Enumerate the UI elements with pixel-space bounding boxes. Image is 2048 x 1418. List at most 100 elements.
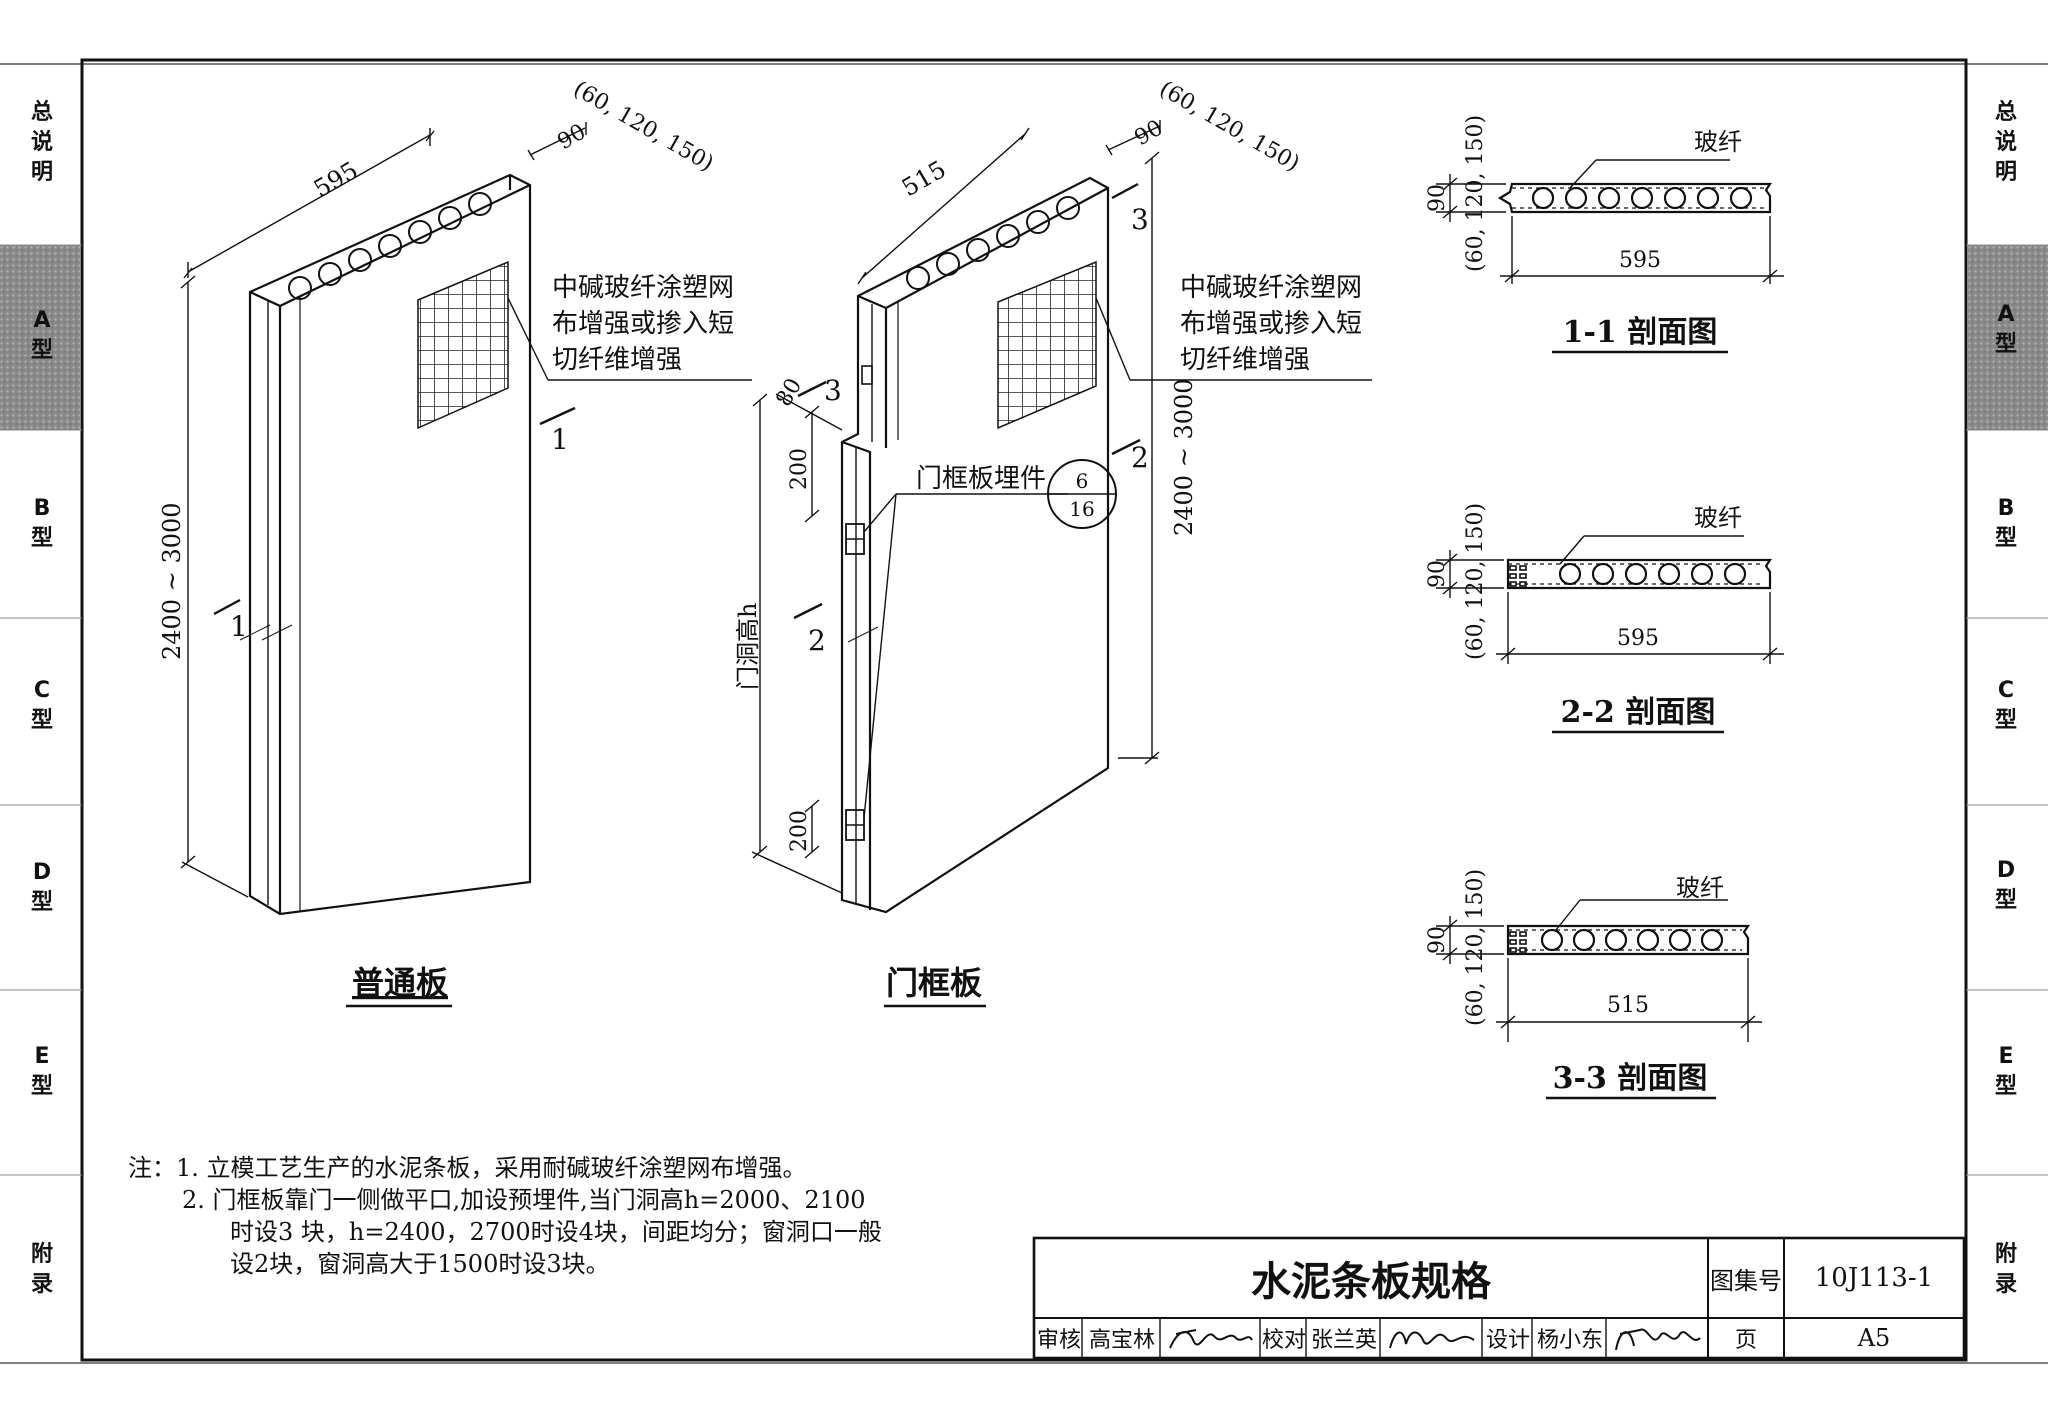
door-section-mark-2-left: 2 bbox=[808, 624, 826, 657]
left-tab-d-1: D bbox=[32, 860, 52, 885]
note-line-4: 设2块，窗洞高大于1500时设3块。 bbox=[230, 1250, 610, 1278]
atlas-number: 10J113-1 bbox=[1814, 1263, 1934, 1293]
left-tab-b-2: 型 bbox=[30, 526, 53, 551]
left-tab-b-1: B bbox=[33, 496, 51, 521]
door-width-dim: 515 bbox=[897, 155, 951, 202]
right-tab-general-1: 总 bbox=[1994, 100, 2017, 125]
right-tab-a[interactable]: A 型 bbox=[1976, 300, 2036, 360]
right-tab-general[interactable]: 总 说 明 bbox=[1976, 98, 2036, 188]
signature-checker bbox=[1389, 1331, 1475, 1349]
ordinary-mesh-note-3: 切纤维增强 bbox=[552, 345, 682, 375]
right-tab-e[interactable]: E 型 bbox=[1976, 1042, 2036, 1102]
section-1-1-width: 595 bbox=[1619, 248, 1661, 273]
ordinary-height-dim: 2400 ~ 3000 bbox=[158, 502, 186, 660]
note-line-3: 时设3 块，h=2400，2700时设4块，间距均分；窗洞口一般 bbox=[230, 1218, 882, 1246]
left-tab-b[interactable]: B 型 bbox=[12, 494, 72, 554]
right-tab-c-2: 型 bbox=[1994, 708, 2017, 733]
right-tab-b[interactable]: B 型 bbox=[1976, 494, 2036, 554]
right-tab-appendix-1: 附 bbox=[1994, 1242, 2017, 1267]
drawing-frame bbox=[80, 58, 1968, 1362]
door-section-mark-2-right: 2 bbox=[1131, 441, 1149, 474]
check-label: 校对 bbox=[1262, 1328, 1307, 1353]
door-section-mark-3-right: 3 bbox=[1131, 203, 1149, 236]
section-3-3-fiber: 玻纤 bbox=[1676, 874, 1724, 902]
door-detail-ref-bottom: 16 bbox=[1069, 497, 1094, 521]
right-tab-a-1: A bbox=[1997, 302, 2015, 327]
section-3-3 bbox=[1436, 899, 1762, 1042]
ordinary-panel bbox=[239, 173, 532, 916]
title-block bbox=[1032, 1236, 1966, 1360]
section-1-1 bbox=[1436, 159, 1784, 284]
left-tab-appendix-2: 录 bbox=[30, 1272, 53, 1297]
note-line-2: 2. 门框板靠门一侧做平口,加设预埋件,当门洞高h=2000、2100 bbox=[182, 1186, 866, 1214]
door-thickness-dim: 90 bbox=[1131, 116, 1168, 152]
checker-name: 张兰英 bbox=[1310, 1328, 1377, 1353]
left-tab-c-1: C bbox=[33, 678, 51, 703]
door-embed-spacing-top: 200 bbox=[787, 448, 812, 490]
designer-name: 杨小东 bbox=[1536, 1328, 1603, 1353]
section-2-2-width: 595 bbox=[1617, 626, 1659, 651]
notes-prefix: 注： bbox=[128, 1154, 176, 1182]
section-2-2-caption: 2-2 剖面图 bbox=[1561, 695, 1716, 730]
note-1-text: 1. 立模工艺生产的水泥条板，采用耐碱玻纤涂塑网布增强。 bbox=[176, 1154, 807, 1182]
section-1-1-fiber: 玻纤 bbox=[1694, 128, 1742, 156]
left-tab-c[interactable]: C 型 bbox=[12, 676, 72, 736]
right-tab-c-1: C bbox=[1997, 678, 2015, 703]
right-tab-d-2: 型 bbox=[1994, 888, 2017, 913]
right-tab-general-2: 说 bbox=[1994, 130, 2017, 155]
left-tab-general[interactable]: 总 说 明 bbox=[12, 98, 72, 188]
section-1-1-caption: 1-1 剖面图 bbox=[1563, 315, 1718, 350]
left-tab-appendix-1: 附 bbox=[30, 1242, 53, 1267]
left-tab-appendix[interactable]: 附 录 bbox=[12, 1240, 72, 1300]
left-tab-e-1: E bbox=[34, 1044, 50, 1069]
notes: 注：1. 立模工艺生产的水泥条板，采用耐碱玻纤涂塑网布增强。 2. 门框板靠门一… bbox=[128, 1152, 882, 1280]
section-3-3-caption: 3-3 剖面图 bbox=[1553, 1061, 1708, 1096]
ordinary-panel-dims bbox=[180, 122, 752, 898]
ordinary-panel-cores bbox=[288, 192, 492, 300]
left-tab-e-2: 型 bbox=[30, 1074, 53, 1099]
door-mesh-note-2: 布增强或掺入短 bbox=[1180, 309, 1362, 339]
section-2-2 bbox=[1436, 535, 1784, 664]
door-section-mark-3-left: 3 bbox=[824, 374, 842, 407]
door-mesh-note-3: 切纤维增强 bbox=[1180, 345, 1310, 375]
ordinary-thickness-alt: (60, 120, 150) bbox=[569, 77, 718, 177]
signature-reviewer bbox=[1169, 1329, 1253, 1349]
right-tab-d[interactable]: D 型 bbox=[1976, 856, 2036, 916]
right-tab-c[interactable]: C 型 bbox=[1976, 676, 2036, 736]
atlas-label: 图集号 bbox=[1710, 1266, 1782, 1295]
door-mesh-note-1: 中碱玻纤涂塑网 bbox=[1180, 273, 1362, 303]
left-tab-general-2: 说 bbox=[30, 130, 53, 155]
section-3-3-thickness-alt: (60, 120, 150) bbox=[1463, 869, 1488, 1026]
left-tab-general-1: 总 bbox=[30, 100, 53, 125]
right-tab-a-active bbox=[1968, 245, 2048, 430]
signature-designer bbox=[1615, 1328, 1701, 1351]
page-label: 页 bbox=[1734, 1328, 1757, 1353]
left-tab-a[interactable]: A 型 bbox=[12, 306, 72, 366]
door-detail-ref-top: 6 bbox=[1076, 469, 1089, 493]
left-tab-e[interactable]: E 型 bbox=[12, 1042, 72, 1102]
door-top-offset-dim: 80 bbox=[772, 374, 808, 411]
right-tab-d-1: D bbox=[1996, 858, 2016, 883]
right-tab-appendix[interactable]: 附 录 bbox=[1976, 1240, 2036, 1300]
door-frame-panel bbox=[840, 176, 1110, 914]
ordinary-width-dim: 595 bbox=[309, 156, 363, 203]
left-tab-a-active bbox=[0, 245, 80, 430]
right-tab-b-1: B bbox=[1997, 496, 2015, 521]
door-panel-cores bbox=[906, 196, 1080, 290]
section-1-1-thickness-alt: (60, 120, 150) bbox=[1463, 115, 1488, 272]
left-tab-d[interactable]: D 型 bbox=[12, 858, 72, 918]
section-1-1-thickness: 90 bbox=[1425, 184, 1450, 212]
door-panel-caption: 门框板 bbox=[886, 964, 982, 1002]
door-embed-spacing-bottom: 200 bbox=[787, 810, 812, 852]
ordinary-mesh-note-2: 布增强或掺入短 bbox=[552, 309, 734, 339]
left-tab-c-2: 型 bbox=[30, 708, 53, 733]
door-embed-label: 门框板埋件 bbox=[916, 464, 1046, 494]
door-panel-dims bbox=[751, 120, 1372, 894]
door-thickness-alt: (60, 120, 150) bbox=[1155, 77, 1304, 177]
section-2-2-thickness-alt: (60, 120, 150) bbox=[1463, 503, 1488, 660]
right-tab-general-3: 明 bbox=[1994, 160, 2017, 185]
right-tab-b-2: 型 bbox=[1994, 526, 2017, 551]
page-number: A5 bbox=[1857, 1324, 1891, 1352]
ordinary-panel-mesh bbox=[417, 260, 509, 430]
left-tab-a-1: A bbox=[33, 308, 51, 333]
